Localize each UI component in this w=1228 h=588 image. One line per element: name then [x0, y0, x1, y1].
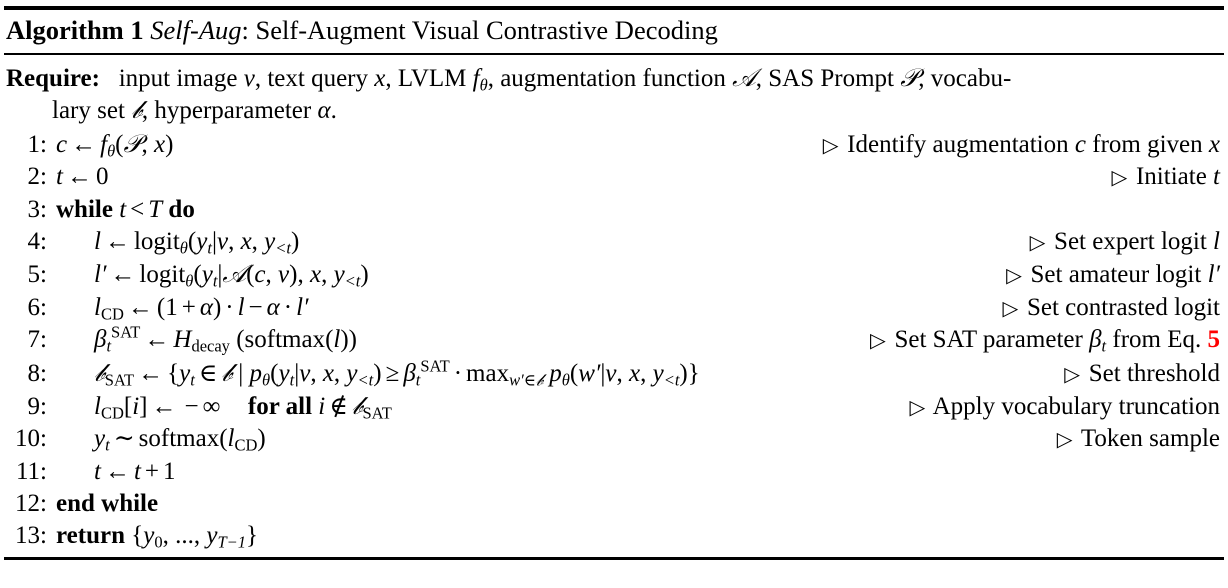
step-comment: ▷ Set expert logit l: [1029, 228, 1220, 256]
step-number: 9:: [27, 392, 47, 420]
algorithm-step: 5: l′←logitθ(yt|𝒜(c, v), x, y<t) ▷ Set a…: [4, 258, 1224, 291]
require-block: Require: input image v, text query x, LV…: [4, 60, 1224, 128]
step-number: 4:: [27, 228, 47, 256]
algorithm-step: 13: return {y0, ..., yT−1}: [4, 520, 1224, 552]
equation-reference[interactable]: 5: [1207, 326, 1221, 354]
step-number: 11:: [15, 457, 47, 485]
step-comment: ▷ Set threshold: [1064, 359, 1220, 387]
step-number: 3:: [27, 195, 47, 223]
step-code: lCD←(1+α)·l−α·l′: [94, 293, 309, 324]
algorithm-block: Algorithm 1 Self-Aug: Self-Augment Visua…: [0, 6, 1228, 560]
step-code: t←0: [56, 163, 109, 191]
step-comment: ▷ Apply vocabulary truncation: [909, 392, 1220, 420]
algorithm-title-rest: : Self-Augment Visual Contrastive Decodi…: [241, 15, 718, 45]
step-comment: ▷ Set SAT parameter βt from Eq. 5: [869, 326, 1221, 356]
algorithm-step: 12: end while: [4, 488, 1224, 520]
step-code: yt∼softmax(lCD): [94, 425, 266, 455]
algorithm-step: 4: l←logitθ(yt|v, x, y<t) ▷ Set expert l…: [4, 226, 1224, 258]
rule-bottom: [4, 556, 1224, 560]
step-number: 2:: [27, 163, 47, 191]
algorithm-name: Self-Aug: [150, 15, 242, 45]
step-code: t←t+1: [94, 457, 176, 485]
rule-top: [4, 6, 1224, 10]
algorithm-label: Algorithm 1: [6, 15, 144, 45]
algorithm-step: 7: βtSAT←Hdecay (softmax(l)) ▷ Set SAT p…: [4, 324, 1224, 356]
step-code: while t<T do: [56, 195, 195, 223]
algorithm-step: 8: 𝒷SAT←{yt∈𝒷 | pθ(yt|v, x, y<t)≥βtSAT·m…: [4, 357, 1224, 390]
step-comment: ▷ Set amateur logit l′: [1006, 261, 1220, 289]
step-code: βtSAT←Hdecay (softmax(l)): [94, 322, 357, 356]
step-number: 6:: [27, 293, 47, 321]
step-comment: ▷ Set contrasted logit: [1002, 293, 1221, 321]
step-code: lCD[i]←−∞for all i∉𝒷SAT: [94, 390, 392, 423]
step-comment: ▷ Token sample: [1056, 425, 1220, 453]
require-line-1: input image v, text query x, LVLM fθ, au…: [118, 62, 1012, 95]
algorithm-body: Require: input image v, text query x, LV…: [4, 55, 1224, 557]
step-code: 𝒷SAT←{yt∈𝒷 | pθ(yt|v, x, y<t)≥βtSAT·maxw…: [94, 355, 700, 390]
step-comment: ▷ Initiate t: [1111, 163, 1220, 191]
step-number: 7:: [27, 326, 47, 354]
algorithm-step: 9: lCD[i]←−∞for all i∉𝒷SAT ▷ Apply vocab…: [4, 390, 1224, 423]
algorithm-step: 2: t←0 ▷ Initiate t: [4, 161, 1224, 193]
step-code: end while: [56, 490, 159, 518]
step-number: 13:: [15, 522, 47, 550]
algorithm-step: 1: c←fθ(𝒫, x) ▷ Identify augmentation c …: [4, 128, 1224, 161]
step-code: c←fθ(𝒫, x): [56, 128, 174, 161]
require-keyword: Require:: [6, 64, 100, 92]
step-number: 10:: [15, 425, 47, 453]
require-line-2: lary set 𝒷, hyperparameter α.: [52, 95, 337, 125]
algorithm-step: 3: while t<T do: [4, 194, 1224, 226]
step-number: 8:: [27, 359, 47, 387]
step-code: return {y0, ..., yT−1}: [56, 522, 259, 553]
step-comment: ▷ Identify augmentation c from given x: [822, 130, 1220, 158]
step-number: 1:: [27, 130, 47, 158]
step-code: l←logitθ(yt|v, x, y<t): [94, 228, 300, 258]
step-number: 12:: [15, 490, 47, 518]
algorithm-title: Algorithm 1 Self-Aug: Self-Augment Visua…: [4, 10, 1224, 53]
algorithm-step: 10: yt∼softmax(lCD) ▷ Token sample: [4, 423, 1224, 455]
step-code: l′←logitθ(yt|𝒜(c, v), x, y<t): [94, 259, 369, 292]
algorithm-step: 6: lCD←(1+α)·l−α·l′ ▷ Set contrasted log…: [4, 292, 1224, 324]
step-number: 5:: [27, 261, 47, 289]
algorithm-step: 11: t←t+1: [4, 456, 1224, 488]
rule-under-title: [4, 52, 1224, 55]
